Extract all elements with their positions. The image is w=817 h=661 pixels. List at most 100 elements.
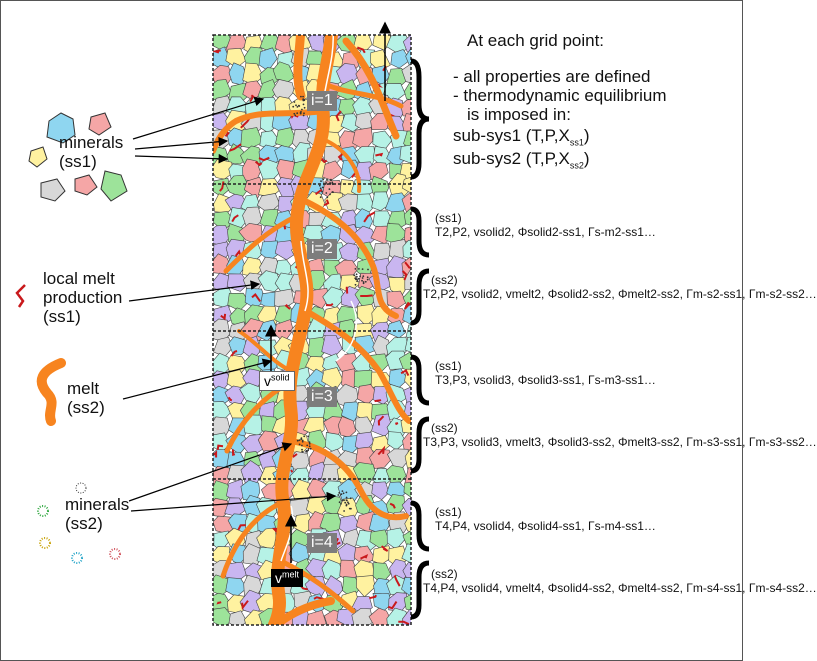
grid-label-1: i=1 bbox=[307, 91, 337, 111]
local-melt-segment bbox=[356, 46, 366, 54]
mineral-ss2-dot bbox=[366, 276, 369, 279]
mineral-ss2-dot bbox=[309, 447, 312, 450]
minerals-ss2-label: minerals(ss2) bbox=[65, 495, 130, 533]
local-melt-segment bbox=[360, 553, 369, 560]
mineral-ss2-dot bbox=[301, 440, 304, 443]
mineral-grain bbox=[402, 562, 411, 581]
mineral-ss2-dot bbox=[331, 181, 334, 184]
mineral-ss2-dot bbox=[358, 268, 360, 270]
mineral-grain bbox=[399, 144, 411, 164]
mineral-ss2-dot bbox=[326, 183, 329, 185]
mineral-ss2-dot bbox=[303, 112, 305, 115]
melt-legend-swatch bbox=[36, 358, 66, 426]
local-melt-segment bbox=[377, 415, 385, 426]
local-melt-segment bbox=[323, 199, 330, 207]
mineral-ss2-dot bbox=[342, 492, 345, 495]
subsystem-1-label: sub-sys1 (T,P,Xss1) bbox=[453, 126, 590, 148]
header-bullet-2: - thermodynamic equilibrium bbox=[453, 86, 667, 105]
mineral-grain bbox=[340, 113, 362, 133]
mineral-grain bbox=[324, 191, 347, 213]
mineral-ss2-dot bbox=[300, 437, 303, 440]
local-melt-segment bbox=[251, 293, 262, 302]
local-melt-segment bbox=[345, 286, 349, 294]
mineral-grain bbox=[340, 159, 361, 179]
minerals-ss2-clusters bbox=[292, 95, 369, 512]
local-melt-segment bbox=[403, 301, 411, 310]
local-melt-segment bbox=[213, 49, 221, 54]
mineral-ss2-dot bbox=[307, 435, 309, 438]
row2-ss1-equation: T2,P2, vsolid2, Φsolid2-ss1, Γs-m2-ss1… bbox=[435, 225, 656, 239]
mineral-grain bbox=[401, 193, 411, 214]
mineral-grain bbox=[402, 35, 411, 53]
mineral-ss2-dot bbox=[345, 503, 348, 506]
local-melt-pointer-arrow bbox=[128, 280, 261, 302]
local-melt-segment bbox=[284, 304, 291, 310]
local-melt-segment bbox=[249, 94, 255, 103]
mineral-ss2-dot bbox=[362, 281, 365, 283]
mineral-ss2-dot bbox=[343, 510, 345, 512]
mineral-grain bbox=[404, 515, 411, 533]
mineral-ss2-dot bbox=[345, 496, 348, 499]
mineral-grain bbox=[405, 324, 411, 340]
mineral-ss2-dot bbox=[332, 191, 334, 194]
mineral-ss2-dot bbox=[321, 190, 323, 193]
mineral-grain bbox=[402, 432, 411, 452]
mineral-ss2-dot bbox=[361, 268, 364, 270]
mineral-grain bbox=[371, 191, 391, 212]
mineral-grain bbox=[403, 226, 411, 245]
local-melt-segment bbox=[335, 110, 342, 122]
local-melt-segment bbox=[213, 450, 218, 458]
mineral-ss2-dot bbox=[296, 112, 299, 115]
mineral-ss2-dot bbox=[299, 112, 302, 115]
mineral-ss2-dot bbox=[357, 277, 360, 280]
grid-label-3: i=3 bbox=[307, 387, 337, 407]
grid-label-2: i=2 bbox=[307, 239, 337, 259]
mineral-ss2-dot bbox=[303, 106, 306, 109]
local-melt-segment bbox=[400, 369, 410, 377]
mineral-ss2-dot bbox=[307, 449, 309, 452]
mineral-ss2-dot bbox=[301, 444, 303, 447]
row4-ss2-equation: T4,P4, vsolid4, vmelt4, Φsolid4-ss2, Φme… bbox=[423, 581, 817, 595]
mineral-ss2-dot bbox=[344, 501, 347, 504]
local-melt-segment bbox=[369, 594, 377, 600]
mineral-ss2-dot bbox=[345, 491, 348, 494]
mineral-ss2-dot bbox=[341, 490, 344, 492]
mineral-grain bbox=[404, 336, 411, 353]
mineral-grain bbox=[228, 610, 247, 625]
mineral-ss2-dot bbox=[328, 188, 331, 190]
local-melt-segment bbox=[216, 601, 222, 605]
mineral-ss2-dot bbox=[356, 280, 358, 283]
local-melt-segment bbox=[227, 396, 233, 402]
header-bullet-3: is imposed in: bbox=[467, 105, 571, 124]
mineral-grain bbox=[403, 593, 411, 611]
mineral-ss2-dot bbox=[305, 450, 307, 453]
mineral-grain bbox=[390, 49, 411, 69]
melt-pointer-arrow bbox=[122, 358, 273, 400]
mineral-ss2-dot bbox=[322, 178, 325, 181]
mineral-grain bbox=[371, 481, 390, 501]
row3-ss1-equation: T3,P3, vsolid3, Φsolid3-ss1, Γs-m3-ss1… bbox=[435, 373, 656, 387]
local-melt-segment bbox=[387, 601, 398, 610]
mineral-ss2-dot bbox=[326, 178, 328, 181]
mineral-ss2-dot bbox=[293, 112, 296, 115]
mineral-ss2-dot bbox=[348, 507, 351, 510]
mineral-ss2-dot bbox=[361, 279, 363, 282]
mineral-grain bbox=[398, 351, 411, 372]
header-bullet-1: - all properties are defined bbox=[453, 67, 651, 86]
row2-ss2-equation: T2,P2, vsolid2, vmelt2, Φsolid2-ss2, Φme… bbox=[423, 287, 817, 301]
row4-ss2-tag: (ss2) bbox=[431, 567, 458, 581]
mineral-grain bbox=[228, 336, 248, 356]
mineral-grain bbox=[401, 63, 411, 84]
local-melt-segment bbox=[231, 214, 239, 223]
mineral-grain bbox=[404, 467, 411, 486]
mineral-ss2-dot bbox=[321, 186, 324, 189]
local-melt-segment bbox=[230, 350, 238, 357]
row2-ss2-tag: (ss2) bbox=[431, 273, 458, 287]
local-melt-segment bbox=[258, 156, 270, 162]
mineral-grain bbox=[274, 288, 295, 309]
mineral-grain bbox=[403, 386, 411, 404]
local-melt-segment bbox=[229, 143, 242, 152]
local-melt-segment bbox=[231, 449, 236, 457]
local-melt-segment bbox=[375, 152, 384, 157]
